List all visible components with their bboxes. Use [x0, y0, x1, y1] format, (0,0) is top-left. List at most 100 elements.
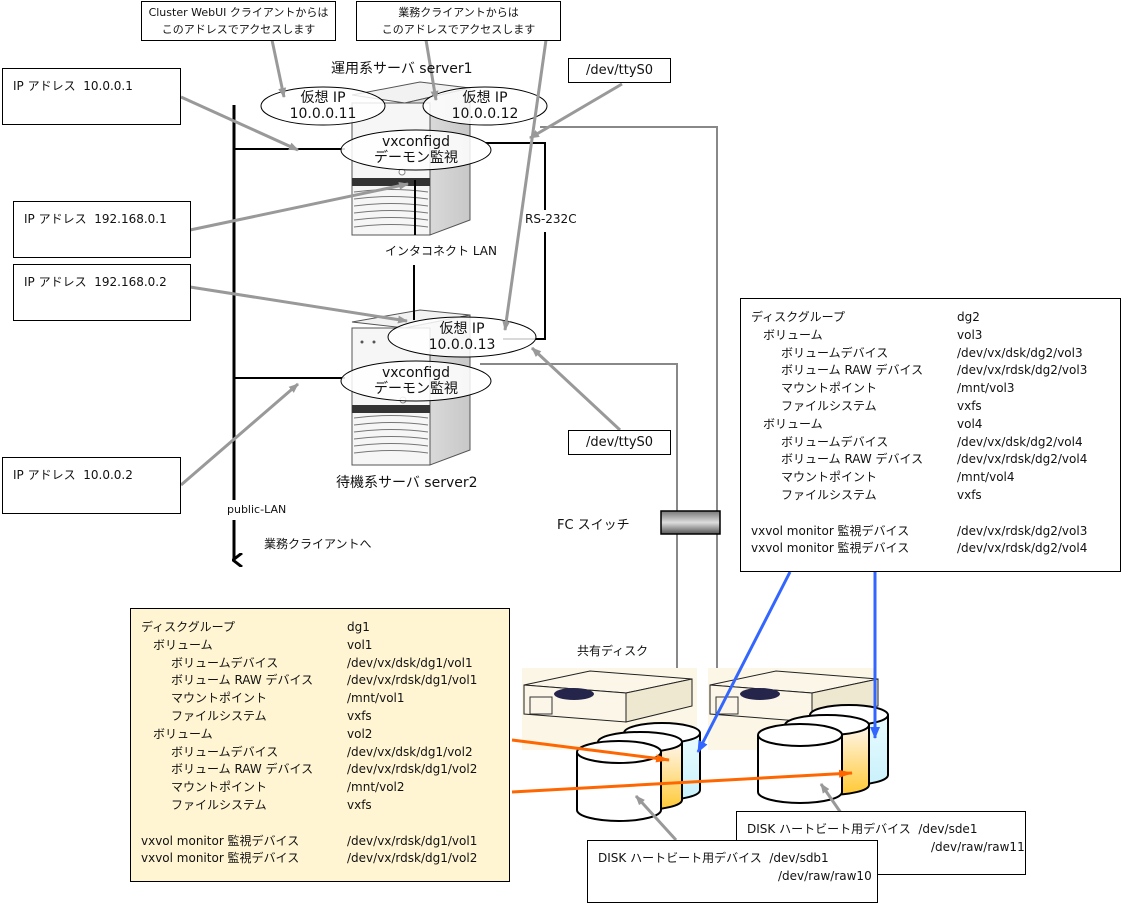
ip-value: 192.168.0.2	[94, 275, 167, 289]
diskgroup-row: vxvol monitor 監視デバイス/dev/vx/rdsk/dg2/vol…	[751, 540, 1120, 558]
heartbeat-dev: /dev/sde1	[918, 822, 978, 836]
heartbeat-raw: /dev/raw/raw10	[778, 869, 872, 883]
diskgroup-key: マウントポイント	[171, 691, 268, 706]
diskgroup-value: vol2	[347, 726, 373, 741]
server2-label: 待機系サーバ server2	[336, 475, 478, 491]
vip-11-title: 仮想 IP	[300, 90, 346, 106]
diskgroup-key: マウントポイント	[781, 470, 878, 485]
diskgroup-row: マウントポイント/mnt/vol3	[751, 380, 1120, 398]
diskgroup-row: ボリュームデバイス/dev/vx/dsk/dg1/vol1	[141, 655, 509, 673]
gray-arrows	[180, 39, 843, 842]
ip-box-10-0-0-2: IP アドレス 10.0.0.2	[2, 457, 181, 514]
vip-13: 仮想 IP 10.0.0.13	[388, 321, 536, 353]
diskgroup-row: vxvol monitor 監視デバイス/dev/vx/rdsk/dg1/vol…	[141, 850, 509, 868]
diskgroup-row: vxvol monitor 監視デバイス/dev/vx/rdsk/dg1/vol…	[141, 833, 509, 851]
diskgroup-key: ボリューム RAW デバイス	[171, 762, 314, 777]
heartbeat-label: DISK ハートビート用デバイス	[598, 851, 762, 865]
diskgroup-value: /dev/vx/dsk/dg1/vol2	[347, 744, 473, 759]
ip-value: 10.0.0.2	[83, 468, 133, 482]
rs232c-line	[485, 142, 546, 210]
diskgroup-key	[751, 505, 957, 523]
diskgroup-key: vxvol monitor 監視デバイス	[751, 541, 910, 556]
webui-callout-line1: Cluster WebUI クライアントからは	[148, 6, 329, 19]
diskgroup-key: ボリューム RAW デバイス	[781, 452, 924, 467]
diskgroup-value: vxfs	[957, 398, 982, 413]
server1-label: 運用系サーバ server1	[331, 61, 473, 77]
diskgroup-value: /dev/vx/dsk/dg1/vol1	[347, 655, 473, 670]
tty-server1: /dev/ttyS0	[568, 58, 671, 83]
diskgroup-value: /mnt/vol4	[957, 470, 1015, 485]
diskgroup-key: ディスクグループ	[751, 310, 845, 324]
heartbeat-box-sdb1: DISK ハートビート用デバイス /dev/sdb1 /dev/raw/raw1…	[587, 840, 878, 903]
diskgroup-value: /dev/vx/rdsk/dg2/vol3	[957, 523, 1088, 538]
ip-label: IP アドレス	[24, 212, 87, 226]
vip-13-title: 仮想 IP	[439, 321, 485, 337]
public-lan-label: public-LAN	[227, 503, 287, 516]
monitor-line2: デーモン監視	[374, 381, 458, 397]
ip-label: IP アドレス	[13, 79, 76, 93]
diskgroup-key: ボリューム RAW デバイス	[781, 363, 924, 378]
diskgroup-key	[141, 815, 347, 833]
monitor-line2: デーモン監視	[374, 150, 458, 166]
diskgroup-key: マウントポイント	[171, 780, 268, 795]
diskgroup-key: マウントポイント	[781, 381, 878, 396]
diskgroup-value: /dev/vx/dsk/dg2/vol3	[957, 345, 1083, 360]
diskgroup-row: vxvol monitor 監視デバイス/dev/vx/rdsk/dg2/vol…	[751, 523, 1120, 541]
heartbeat-label: DISK ハートビート用デバイス	[747, 822, 911, 836]
vip-11-address: 10.0.0.11	[289, 106, 357, 122]
to-business-clients-label: 業務クライアントへ	[264, 537, 372, 551]
vip-ellipses	[260, 86, 548, 402]
blue-arrows	[696, 571, 880, 753]
diskgroup-value: /mnt/vol2	[347, 780, 405, 795]
diskgroup-value: /dev/vx/rdsk/dg2/vol4	[957, 541, 1088, 556]
rs232c-label: RS-232C	[525, 212, 577, 226]
diskgroup-value: /dev/vx/rdsk/dg2/vol3	[957, 363, 1088, 378]
diskgroup-key: ファイルシステム	[781, 398, 877, 413]
ip-value: 192.168.0.1	[94, 212, 167, 226]
diskgroup-key: ファイルシステム	[171, 708, 267, 723]
shared-disk-label: 共有ディスク	[577, 644, 649, 658]
diskgroup-key: ボリューム	[763, 327, 823, 342]
diskgroup-row: マウントポイント/mnt/vol2	[141, 779, 509, 797]
fc-switch-label: FC スイッチ	[557, 518, 630, 533]
diskgroup-key: ファイルシステム	[781, 487, 877, 502]
interconnect-lan-label: インタコネクト LAN	[385, 244, 497, 258]
diskgroup-value: dg1	[347, 620, 370, 634]
diskgroup-row	[751, 505, 1120, 523]
diskgroup-value: vxfs	[957, 487, 982, 502]
diskgroup-row: ボリューム vol4	[751, 416, 1120, 434]
diskgroup-value: /dev/vx/rdsk/dg1/vol2	[347, 762, 478, 777]
diskgroup-row: ボリューム RAW デバイス/dev/vx/rdsk/dg2/vol4	[751, 451, 1120, 469]
ip-box-192-168-0-1: IP アドレス 192.168.0.1	[13, 201, 191, 258]
diskgroup-row: ボリューム RAW デバイス/dev/vx/rdsk/dg1/vol2	[141, 761, 509, 779]
ip-value: 10.0.0.1	[83, 79, 133, 93]
diskgroup-key: ボリューム RAW デバイス	[171, 673, 314, 688]
diskgroup-value: vxfs	[347, 797, 372, 812]
orange-arrows	[511, 738, 853, 794]
public-lan-line	[234, 105, 345, 560]
diskgroup-key: vxvol monitor 監視デバイス	[751, 523, 910, 538]
diskgroup-value: vxfs	[347, 708, 372, 723]
webui-callout-line2: このアドレスでアクセスします	[161, 23, 316, 36]
diskgroup-value: /dev/vx/rdsk/dg1/vol1	[347, 833, 478, 848]
diskgroup-key: ボリュームデバイス	[781, 345, 889, 360]
vip-12-title: 仮想 IP	[462, 90, 508, 106]
ip-box-192-168-0-2: IP アドレス 192.168.0.2	[13, 264, 191, 321]
heartbeat-raw: /dev/raw/raw11	[931, 840, 1025, 854]
vxconfigd-monitor-server1: vxconfigd デーモン監視	[341, 134, 491, 166]
diskgroup-key: ボリューム	[763, 416, 823, 431]
diskgroup-row: ボリュームデバイス/dev/vx/dsk/dg1/vol2	[141, 744, 509, 762]
diskgroup-value: vol4	[957, 416, 983, 431]
diskgroup-row: ボリューム RAW デバイス/dev/vx/rdsk/dg1/vol1	[141, 672, 509, 690]
diskgroup-row: ファイルシステム vxfs	[141, 708, 509, 726]
diskgroup-row: ファイルシステム vxfs	[751, 398, 1120, 416]
